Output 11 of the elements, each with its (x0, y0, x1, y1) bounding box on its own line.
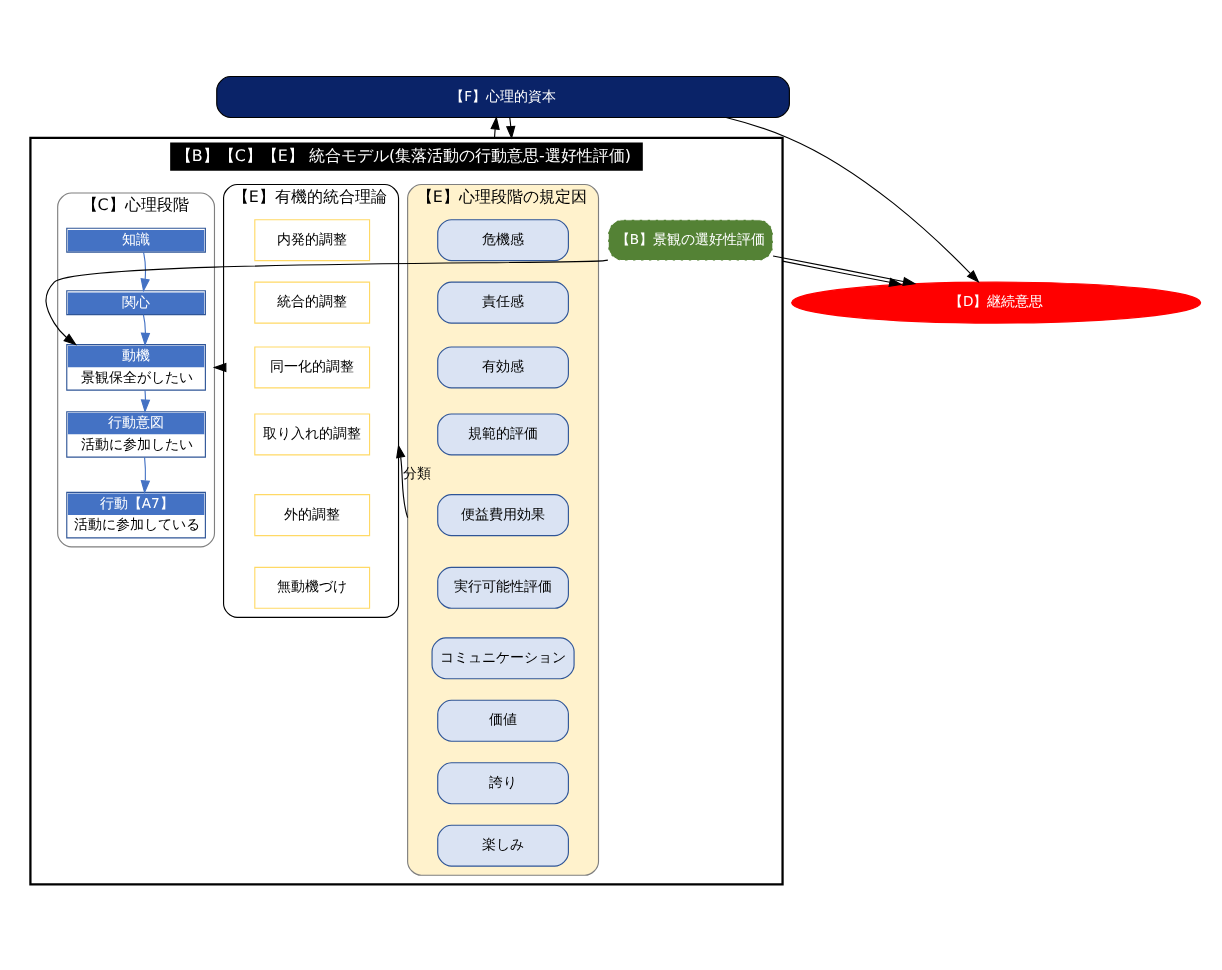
arrow (505, 117, 516, 140)
arrow (45, 259, 609, 346)
arrow (140, 251, 150, 293)
arrow (140, 456, 151, 494)
arrow (782, 260, 903, 287)
arrow (140, 314, 151, 347)
arrow (725, 116, 980, 284)
arrow (490, 116, 500, 139)
arrow (396, 444, 409, 519)
arrow (772, 255, 917, 287)
arrow (140, 389, 151, 414)
